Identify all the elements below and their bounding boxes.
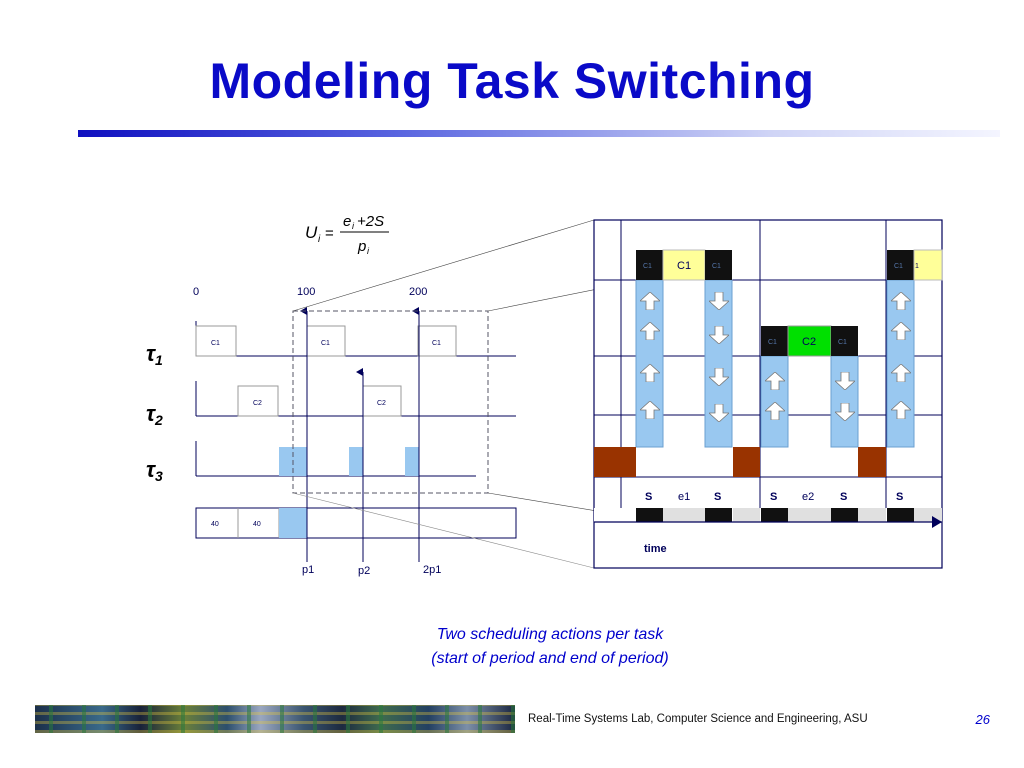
formula-num-rest: +2S <box>357 213 384 230</box>
time-switch-mark <box>705 508 732 522</box>
time-label: time <box>644 543 667 555</box>
title-underline <box>78 130 1000 137</box>
period-label-2p1: 2p1 <box>423 564 441 576</box>
switch-block <box>705 250 732 280</box>
switch-block-label: C1 <box>894 263 903 270</box>
time-axis-arrowhead <box>932 516 942 528</box>
switch-block-label: C1 <box>838 339 847 346</box>
c2-execution-label: C2 <box>802 336 816 348</box>
switch-block <box>636 250 663 280</box>
time-switch-mark <box>831 508 858 522</box>
time-switch-mark <box>761 508 788 522</box>
period-label-p2: p2 <box>358 565 370 577</box>
phase-label-s: S <box>714 491 721 503</box>
time-switch-mark <box>636 508 663 522</box>
zoom-connector-bottom-left <box>292 492 595 569</box>
left-timeline: 0 100 200 τ1 τ2 τ3 C1 C1 C1 C2 C2 <box>146 286 517 577</box>
c1-execution <box>662 249 706 281</box>
phase-label-s: S <box>896 491 903 503</box>
tau1-job-1-label: C1 <box>211 340 220 347</box>
task-label-1: τ1 <box>146 341 163 368</box>
footer-image-strip <box>35 705 515 733</box>
slide-title: Modeling Task Switching <box>209 53 815 109</box>
switch-block <box>761 326 788 356</box>
phase-label-s: S <box>645 491 652 503</box>
formula-num-main: e <box>343 213 351 230</box>
caption-line-2: (start of period and end of period) <box>431 650 669 667</box>
axis-label-0: 0 <box>193 286 199 298</box>
page-number: 26 <box>975 712 990 727</box>
utilization-formula: U i = e i +2S p i <box>305 213 389 256</box>
formula-den-sub: i <box>367 246 370 256</box>
phase-label-s: S <box>770 491 777 503</box>
formula-num-sub: i <box>352 221 355 231</box>
caption-line-1: Two scheduling actions per task <box>436 626 664 643</box>
tau1-job-3 <box>417 325 457 357</box>
switch-block <box>887 250 914 280</box>
formula-equals: = <box>325 225 334 242</box>
tau3-overhead-2 <box>349 447 363 476</box>
c1-execution-label: C1 <box>677 260 691 272</box>
overhead-value-2: 40 <box>253 521 261 528</box>
switch-block <box>831 326 858 356</box>
phase-label-e1: e1 <box>678 491 690 503</box>
switch-overhead <box>858 447 886 477</box>
switch-overhead <box>594 447 636 477</box>
tau2-job-2-label: C2 <box>377 400 386 407</box>
tau2-job-1-label: C2 <box>253 400 262 407</box>
axis-label-100: 100 <box>297 286 315 298</box>
zoom-selection <box>292 310 489 494</box>
axis-label-200: 200 <box>409 286 427 298</box>
tau3-overhead-3 <box>405 447 419 476</box>
task-label-3: τ3 <box>146 457 163 484</box>
overhead-col-4 <box>830 355 859 448</box>
c1-partial-label: 1 <box>915 263 919 270</box>
time-switch-mark <box>887 508 914 522</box>
switch-overhead <box>733 447 760 477</box>
period-label-p1: p1 <box>302 564 314 576</box>
tau1-job-3-label: C1 <box>432 340 441 347</box>
c2-execution <box>787 325 832 357</box>
formula-lhs: U <box>305 223 318 242</box>
switch-block-label: C1 <box>768 339 777 346</box>
task-switching-diagram: U i = e i +2S p i 0 100 200 τ1 τ2 τ3 C1 … <box>146 213 943 577</box>
formula-lhs-sub: i <box>318 234 321 245</box>
zoom-panel: C1 C1 C1 C1 1 C1 C2 C1 S e1 S S e2 S S <box>593 219 943 569</box>
tau1-job-2-label: C1 <box>321 340 330 347</box>
switch-block-label: C1 <box>712 263 721 270</box>
phase-label-s: S <box>840 491 847 503</box>
overhead-value-1: 40 <box>211 521 219 528</box>
overhead-fill <box>279 508 307 538</box>
overhead-col-3 <box>760 355 789 448</box>
footer-text: Real-Time Systems Lab, Computer Science … <box>528 713 868 725</box>
tau1-job-1 <box>195 325 237 357</box>
overhead-row <box>195 507 517 539</box>
tau2-job-1 <box>237 385 279 417</box>
zoom-connector-top-left <box>292 219 595 312</box>
formula-den-main: p <box>357 238 366 255</box>
c1-execution-partial <box>913 249 943 281</box>
switch-block-label: C1 <box>643 263 652 270</box>
phase-label-e2: e2 <box>802 491 814 503</box>
task-label-2: τ2 <box>146 401 163 428</box>
